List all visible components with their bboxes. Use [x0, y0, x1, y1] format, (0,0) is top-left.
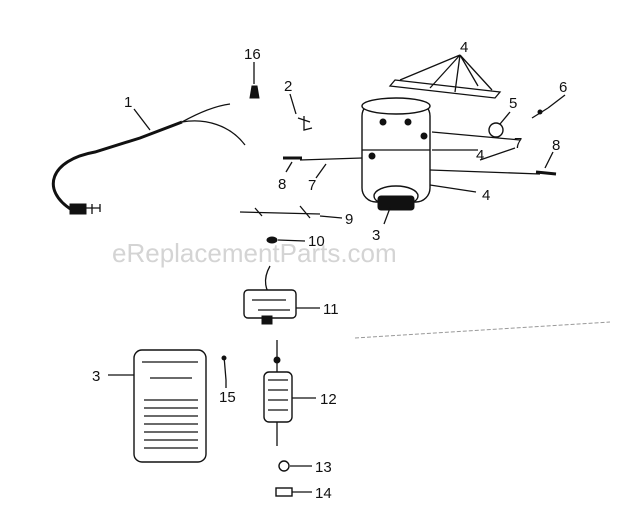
part-14-washer — [275, 487, 293, 497]
label-part-4-middle: 4 — [476, 147, 484, 164]
part-7-rods — [299, 131, 541, 175]
label-part-10: 10 — [308, 233, 325, 250]
part-6-screw — [531, 107, 549, 119]
label-part-8-right: 8 — [552, 137, 560, 154]
label-part-5: 5 — [509, 95, 517, 112]
divider-line — [354, 321, 611, 339]
label-part-7-left: 7 — [308, 177, 316, 194]
label-part-4-lower: 4 — [482, 187, 490, 204]
label-part-11: 11 — [323, 301, 339, 318]
label-part-15: 15 — [219, 389, 236, 406]
label-part-16: 16 — [244, 46, 261, 63]
label-part-7-right: 7 — [514, 135, 522, 152]
part-15-screw — [221, 355, 227, 381]
part-12-armature — [263, 340, 293, 446]
part-9-bracket — [239, 205, 321, 219]
part-5-nut — [488, 122, 504, 138]
part-4-leaders — [388, 54, 502, 193]
part-1-power-cord — [51, 103, 246, 215]
part-16-knob — [249, 85, 260, 99]
label-part-2: 2 — [284, 78, 292, 95]
part-2-clip — [297, 116, 313, 131]
label-part-6: 6 — [559, 79, 567, 96]
part-11-switch — [243, 265, 297, 325]
part-13-bearing — [278, 460, 290, 472]
label-part-1: 1 — [124, 94, 132, 111]
label-part-3-top: 3 — [372, 227, 380, 244]
part-3-lower-housing — [133, 349, 207, 463]
part-8-screws — [283, 156, 557, 176]
label-part-13: 13 — [315, 459, 332, 476]
label-part-12: 12 — [320, 391, 337, 408]
part-3-motor-housing — [361, 97, 431, 211]
label-part-14: 14 — [315, 485, 332, 502]
part-10-washer — [266, 236, 278, 244]
label-part-8-left: 8 — [278, 176, 286, 193]
watermark: eReplacementParts.com — [112, 238, 397, 268]
leader-lines — [108, 62, 566, 493]
label-part-3-bottom: 3 — [92, 368, 100, 385]
label-part-9: 9 — [345, 211, 353, 228]
label-part-4-top: 4 — [460, 39, 468, 56]
